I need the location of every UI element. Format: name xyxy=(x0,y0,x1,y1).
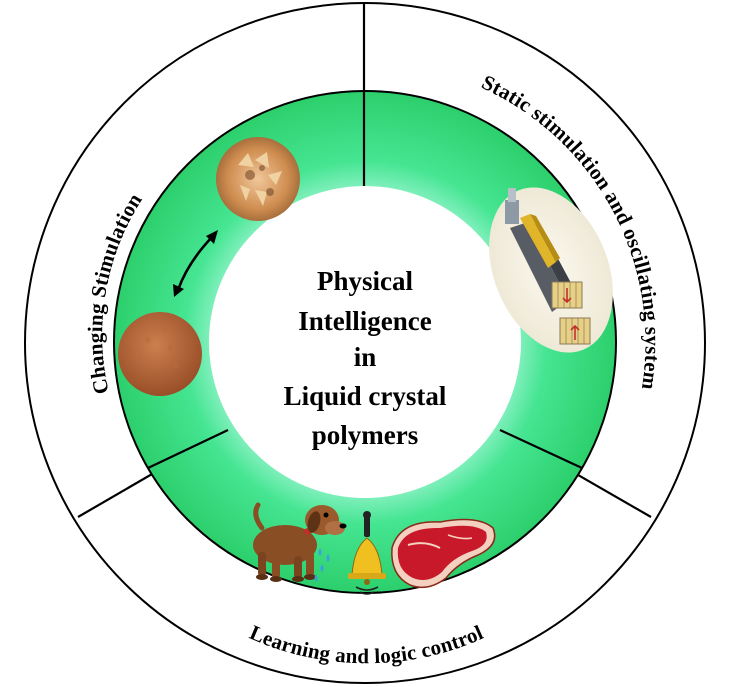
salivating-dog-icon xyxy=(253,502,347,582)
center-line-3: in xyxy=(354,342,377,372)
steak-icon xyxy=(391,518,496,589)
center-line-1: Physical xyxy=(317,266,414,296)
center-title: Physical Intelligence in Liquid crystal … xyxy=(284,266,447,450)
center-line-4: Liquid crystal xyxy=(284,381,447,411)
center-circle xyxy=(209,186,521,498)
divider-lower-left-inner xyxy=(147,429,229,469)
oscillating-device-image xyxy=(489,187,613,353)
copper-film-sample-image xyxy=(118,312,202,396)
ringing-bell-icon xyxy=(348,511,386,595)
crystalline-sample-image xyxy=(216,137,300,221)
center-line-2: Intelligence xyxy=(298,306,431,336)
center-line-5: polymers xyxy=(312,420,418,450)
divider-lower-right-inner xyxy=(499,429,583,469)
double-arrow-icon xyxy=(173,230,218,297)
